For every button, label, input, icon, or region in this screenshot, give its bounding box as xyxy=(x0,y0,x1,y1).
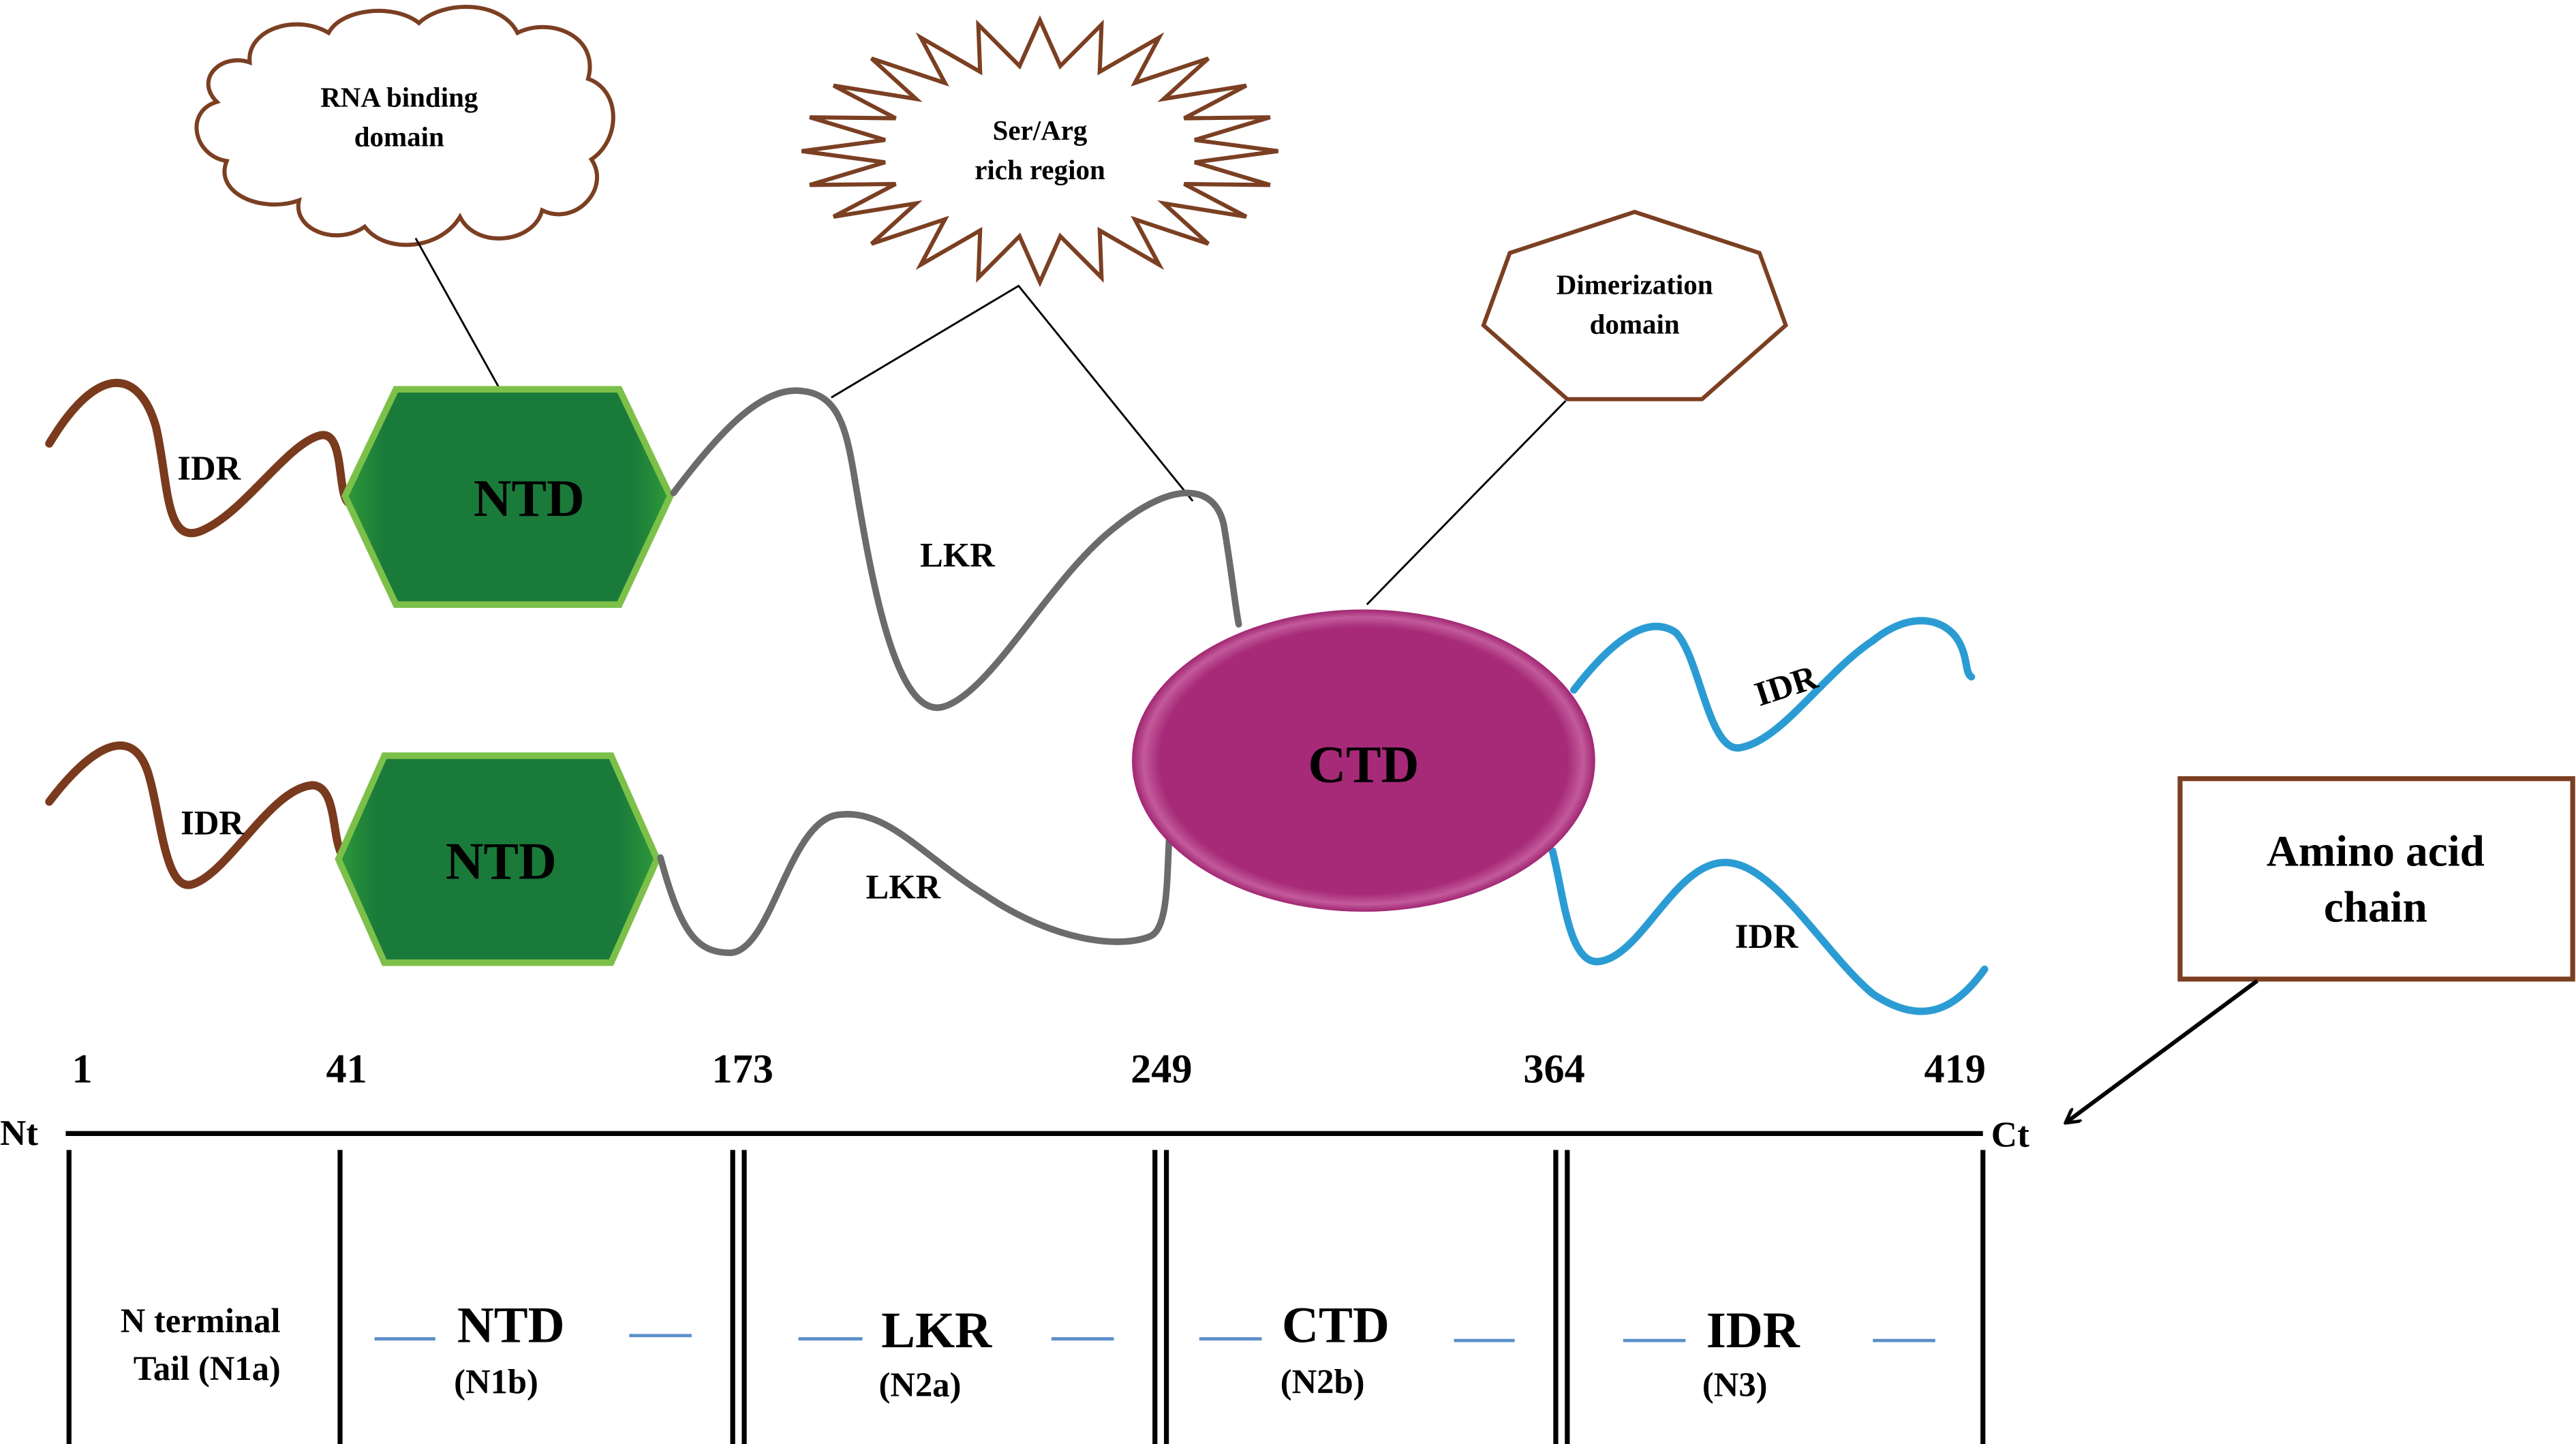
segment-ctd: CTD (N2b) xyxy=(1199,1297,1515,1400)
rna-binding-label-line1: RNA binding xyxy=(320,82,478,113)
lower-n-idr-chain xyxy=(45,741,346,889)
upper-ntd-label: NTD xyxy=(474,469,585,527)
upper-n-idr-label: IDR xyxy=(177,449,241,487)
rna-binding-connector xyxy=(414,237,504,395)
upper-c-idr-label: IDR xyxy=(1750,658,1822,713)
axis-end-label: Ct xyxy=(1991,1116,2029,1155)
segment-idr: IDR (N3) xyxy=(1623,1302,1935,1404)
ctd-label: CTD xyxy=(1308,735,1419,793)
segment-code: (N2b) xyxy=(1281,1362,1365,1400)
upper-c-idr-chain xyxy=(1570,617,1976,752)
lower-linker-label: LKR xyxy=(865,868,940,906)
lower-ntd-hexagon xyxy=(335,752,661,966)
cloud-shape xyxy=(194,5,615,247)
ser-arg-label-line2: rich region xyxy=(975,154,1105,185)
starburst-shape xyxy=(801,15,1278,288)
lower-monomer: IDR NTD LKR xyxy=(45,741,1174,966)
lower-c-idr-label: IDR xyxy=(1735,917,1798,955)
axis-start-label: Nt xyxy=(0,1113,38,1153)
upper-linker-label: LKR xyxy=(920,536,995,574)
axis-position-419: 419 xyxy=(1925,1047,1986,1092)
ctd-ellipse xyxy=(1131,609,1595,912)
segment-ntd: NTD (N1b) xyxy=(374,1297,692,1400)
lower-c-idr-chain xyxy=(1548,847,1989,1015)
segment-labels: N terminal Tail (N1a) NTD (N1b) LKR (N2a… xyxy=(121,1297,1935,1404)
dimerization-callout: Dimerization domain xyxy=(1366,209,1788,606)
upper-n-idr-chain xyxy=(45,378,353,538)
segment-code: (N3) xyxy=(1702,1366,1768,1404)
ser-arg-callout: Ser/Arg rich region xyxy=(801,15,1278,502)
dimerization-label-line2: domain xyxy=(1590,308,1680,339)
lower-n-idr-label: IDR xyxy=(181,804,244,842)
segment-code: (N1b) xyxy=(454,1362,538,1400)
segment-code: (N2a) xyxy=(879,1366,962,1404)
rna-binding-label-line2: domain xyxy=(354,121,444,153)
segment-name-line2: Tail (N1a) xyxy=(134,1349,281,1387)
amino-acid-arrow xyxy=(2067,979,2259,1122)
axis-position-41: 41 xyxy=(326,1047,367,1092)
lower-ntd-label: NTD xyxy=(446,832,557,891)
amino-acid-chain-callout: Amino acid chain xyxy=(2067,776,2575,1122)
upper-monomer: IDR NTD LKR xyxy=(45,378,1242,711)
axis-position-249: 249 xyxy=(1131,1047,1192,1092)
amino-acid-box xyxy=(2177,776,2575,982)
segment-lkr: LKR (N2a) xyxy=(798,1302,1114,1404)
segment-name: N terminal xyxy=(121,1302,281,1340)
dimerization-label-line1: Dimerization xyxy=(1557,269,1713,301)
segment-name: CTD xyxy=(1282,1297,1390,1354)
sequence-axis: Nt Ct 1 41 173 249 364 419 xyxy=(0,1047,2029,1444)
axis-position-364: 364 xyxy=(1523,1047,1584,1092)
segment-name: NTD xyxy=(457,1297,565,1354)
axis-position-1: 1 xyxy=(72,1047,92,1092)
axis-position-173: 173 xyxy=(711,1047,773,1092)
ser-arg-label-line1: Ser/Arg xyxy=(993,114,1088,146)
upper-linker-chain xyxy=(670,387,1242,711)
amino-acid-label-line1: Amino acid xyxy=(2267,827,2485,876)
lower-linker-chain xyxy=(657,810,1174,957)
segment-n-terminal-tail: N terminal Tail (N1a) xyxy=(121,1302,281,1387)
heptagon-shape xyxy=(1481,209,1788,401)
rna-binding-callout: RNA binding domain xyxy=(194,5,615,395)
ctd-dimer: IDR IDR CTD xyxy=(1131,609,1989,1015)
segment-name: IDR xyxy=(1706,1302,1800,1359)
segment-name: LKR xyxy=(881,1302,992,1359)
amino-acid-label-line2: chain xyxy=(2324,882,2427,932)
ser-arg-connector xyxy=(831,284,1194,502)
upper-ntd-hexagon xyxy=(341,386,674,608)
dimerization-connector xyxy=(1366,400,1567,606)
